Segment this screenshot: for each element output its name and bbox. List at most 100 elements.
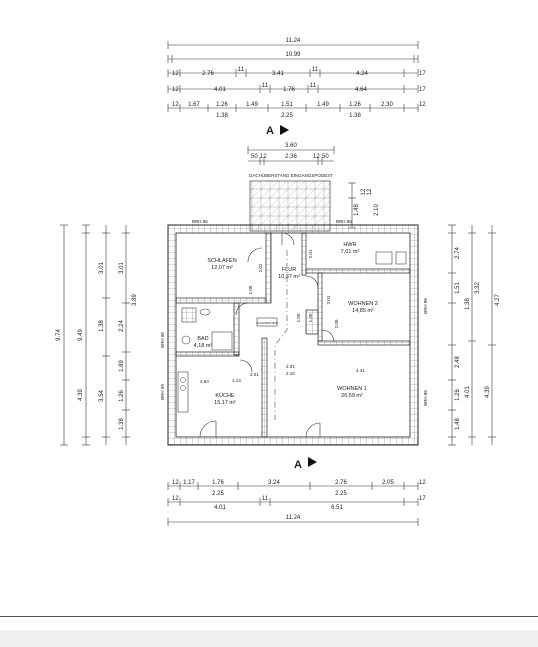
section-arrow-top-icon <box>280 125 289 135</box>
outer-walls <box>167 224 419 446</box>
stove-icon <box>180 377 186 383</box>
dim-top-3-e: 11 <box>312 67 319 73</box>
bottom-dimension-chain-1 <box>167 482 419 490</box>
room-schlafen-area: 12,07 m² <box>211 265 233 271</box>
dim-entry-b: 12 <box>260 154 267 160</box>
dim-top-3-d: 3.41 <box>272 71 284 77</box>
dim-left-col-i: 1.26 <box>119 390 125 402</box>
dim-left-col-j: 1.38 <box>119 418 125 430</box>
entry-podium <box>249 180 331 232</box>
dim-top-4-g: 17 <box>419 87 426 93</box>
dim-top-4-f: 4.64 <box>355 87 367 93</box>
bath-fixtures <box>181 307 233 351</box>
dim-interior-i: 2.01 <box>250 372 259 377</box>
dim-top-3-b: 2.76 <box>202 71 214 77</box>
dim-left-col-c: 1.38 <box>99 320 105 332</box>
dim-top-5-d: 1.49 <box>246 102 258 108</box>
dim-interior-m: 2.01 <box>326 295 331 304</box>
dim-top-5-c: 1.26 <box>216 102 228 108</box>
dim-top-5-i: 12 <box>419 102 426 108</box>
dim-bottom-1-a: 12 <box>172 480 179 486</box>
dim-interior-h: 2.60 <box>200 379 209 384</box>
dim-top-4-e: 11 <box>310 83 317 89</box>
dim-bottom-1-e: 2.76 <box>335 480 347 486</box>
dim-top-5-b: 1.67 <box>188 102 200 108</box>
dim-right-col-f: 4.01 <box>465 386 471 398</box>
dim-right-col-i: 1.26 <box>455 389 461 401</box>
dim-top-3-a: 12 <box>172 71 179 77</box>
hwr-appliance <box>395 251 407 265</box>
room-flur-area: 10,37 m² <box>278 274 300 280</box>
brh-label-right-upper: BRH 86 <box>423 298 428 314</box>
dim-bottom-1-c: 1.76 <box>212 480 224 486</box>
dim-entry-side-d: 12 <box>367 188 373 195</box>
top-dimension-chain-3 <box>167 69 419 77</box>
dim-bottom-1-b: 1.17 <box>183 480 195 486</box>
dim-left-col-d: 2.24 <box>119 320 125 332</box>
dim-top-5b-b: 2.25 <box>281 113 293 119</box>
roof-overhang-label: DACHÜBERSTAND EINGANGSPODEST <box>249 172 333 178</box>
top-dimension-chain-2 <box>167 55 419 63</box>
dim-bottom-2-d: 6.51 <box>331 505 343 511</box>
dim-right-col-c: 1.38 <box>465 298 471 310</box>
bottom-dimension-chain-3 <box>167 518 419 526</box>
brh-label-left-lower: BRH 99 <box>160 384 165 400</box>
dim-top-5-a: 12 <box>172 102 179 108</box>
hwr-sink <box>375 251 393 265</box>
room-wohnen2-area: 14,85 m² <box>352 308 374 314</box>
dim-bottom-1-f: 2.05 <box>382 480 394 486</box>
bottom-band <box>0 630 538 647</box>
room-flur-name: FLUR <box>282 267 296 273</box>
dim-left-col-a: 3.01 <box>99 262 105 274</box>
dim-entry-a: 50 <box>251 154 258 160</box>
dim-top-5b-a: 1.38 <box>216 113 228 119</box>
room-bad-name: BAD <box>197 336 208 342</box>
dim-entry-side-b: 1.48 <box>354 204 360 216</box>
dim-entry-side-c: 2.10 <box>374 204 380 216</box>
interior-walls <box>175 232 411 438</box>
dim-top-5-h: 2.30 <box>381 102 393 108</box>
dim-left-col-h: 3.54 <box>99 390 105 402</box>
door-swings <box>199 232 335 438</box>
dim-top-2-total: 10.99 <box>285 52 301 58</box>
dim-left-col-e: 3.89 <box>132 294 138 306</box>
dim-right-col-j: 1.48 <box>455 418 461 430</box>
room-bad-area: 4,18 m² <box>194 343 213 349</box>
kitchen-counter <box>177 371 189 413</box>
dim-bottom-3-total: 11.24 <box>286 515 301 521</box>
dim-left-mid: 9.49 <box>78 329 84 341</box>
dim-interior-b: 1.00 <box>248 285 253 294</box>
dim-entry-d: 12 <box>313 154 320 160</box>
dim-interior-l: 2.10 <box>286 371 295 376</box>
room-hwr-area: 7,01 m² <box>341 249 360 255</box>
dim-top-4-a: 12 <box>172 87 179 93</box>
room-wohnen1-area: 26,59 m² <box>341 393 363 399</box>
corridor-axis <box>274 250 288 420</box>
brh-label-left-upper: BRH 86 <box>160 332 165 348</box>
bottom-divider <box>0 616 538 617</box>
dim-top-5-g: 1.26 <box>349 102 361 108</box>
dim-bottom-2-e: 17 <box>419 496 426 502</box>
dim-bottom-2-b: 4.01 <box>214 505 226 511</box>
dim-right-col-a: 2.74 <box>455 247 461 259</box>
top-dimension-chain-4 <box>167 85 419 93</box>
dim-entry-width: 3.60 <box>285 143 297 149</box>
room-hwr-name: HWR <box>343 242 356 248</box>
dim-entry-side-a: 12 <box>361 188 367 195</box>
entry-dimensions <box>247 146 335 165</box>
dim-bottom-1b-b: 2.25 <box>335 491 347 497</box>
dim-right-col-g: 4.27 <box>495 294 501 306</box>
dim-top-4-b: 4.01 <box>214 87 226 93</box>
dim-top-3-g: 17 <box>419 71 426 77</box>
dim-bottom-1-g: 12 <box>419 480 426 486</box>
brh-label-top-left: BRH 86 <box>192 219 208 224</box>
brh-label-right-lower: BRH 86 <box>423 390 428 406</box>
room-kueche-area: 15,17 m² <box>214 400 236 406</box>
dim-right-col-h: 4.39 <box>485 386 491 398</box>
dim-entry-c: 2.36 <box>285 154 297 160</box>
dim-interior-e: 2.00 <box>334 319 339 328</box>
brh-label-top-right: BRH 86 <box>336 219 352 224</box>
dim-top-1-total: 11.24 <box>286 38 301 44</box>
dim-interior-g: 1.13 <box>232 378 241 383</box>
